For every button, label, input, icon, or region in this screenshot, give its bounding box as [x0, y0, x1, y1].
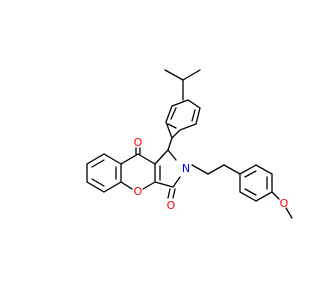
lactam-ring — [154, 149, 181, 199]
methoxyphenethyl-group — [191, 164, 293, 219]
isopropylphenyl-group — [164, 69, 201, 151]
lactam-oxygen-label: O — [167, 199, 176, 212]
pyranone-ring — [120, 147, 161, 190]
nitrogen-label: N — [182, 162, 190, 175]
ring-oxygen-label: O — [134, 185, 143, 198]
benzo-ring — [86, 153, 122, 193]
molecule-diagram: O O N O O — [86, 69, 293, 219]
methoxy-oxygen-label: O — [280, 197, 289, 210]
molecule-structure: O O N O O — [86, 69, 293, 219]
ketone-oxygen-label: O — [134, 136, 143, 149]
